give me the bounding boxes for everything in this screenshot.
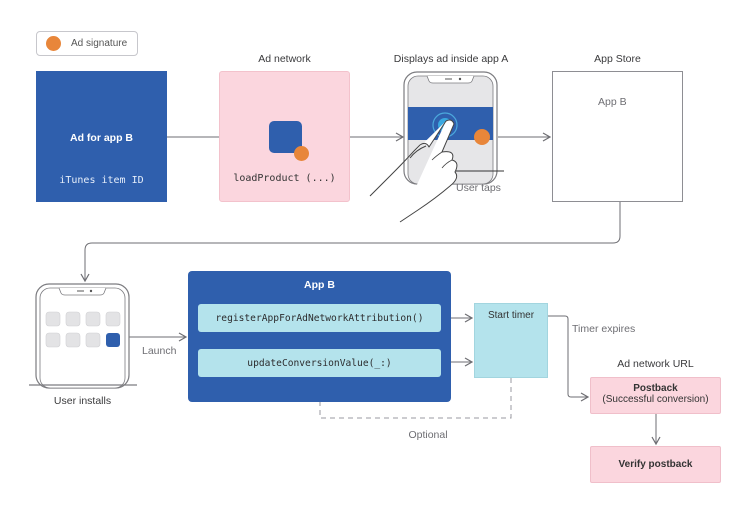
postback-subtitle: (Successful conversion) — [602, 394, 709, 405]
launch-label: Launch — [142, 345, 177, 357]
display-heading: Displays ad inside app A — [393, 53, 509, 65]
timer-expires-label: Timer expires — [572, 323, 636, 335]
app-store-box — [552, 71, 683, 202]
ad-signature-dot-icon — [46, 36, 61, 51]
app-b-title: App B — [304, 279, 335, 291]
legend-label: Ad signature — [71, 38, 128, 49]
ad-signature-dot — [294, 146, 309, 161]
ad-network-url-heading: Ad network URL — [617, 358, 694, 370]
verify-postback-box: Verify postback — [590, 446, 721, 483]
optional-label: Optional — [408, 429, 448, 441]
ad-network-heading: Ad network — [258, 53, 311, 65]
ad-network-box: loadProduct (...) — [219, 71, 350, 202]
user-taps-caption: User taps — [456, 182, 501, 194]
register-function-box: registerAppForAdNetworkAttribution() — [198, 304, 441, 332]
ad-title: Ad for app B — [70, 132, 133, 144]
ad-signature-dot — [474, 129, 490, 145]
hand-tap-icon — [369, 119, 458, 223]
arrow-store-to-install — [80, 202, 621, 283]
legend-ad-signature: Ad signature — [36, 31, 138, 56]
app-store-heading: App Store — [594, 53, 641, 65]
postback-box: Postback (Successful conversion) — [590, 377, 721, 414]
arrow-timer-to-postback — [548, 315, 590, 402]
start-timer-box: Start timer — [474, 303, 548, 378]
app-store-app-name: App B — [598, 96, 627, 108]
load-product-call: loadProduct (...) — [233, 173, 336, 184]
ad-for-app-b-box: Ad for app B iTunes item ID — [36, 71, 167, 202]
ad-subtitle: iTunes item ID — [59, 175, 144, 186]
app-b-box: App B registerAppForAdNetworkAttribution… — [188, 271, 451, 402]
start-timer-label: Start timer — [487, 310, 535, 321]
app-b-home-icon — [106, 333, 120, 347]
update-conversion-function-box: updateConversionValue(_:) — [198, 349, 441, 377]
postback-title: Postback — [633, 383, 678, 394]
phone-install-illustration — [29, 283, 137, 389]
optional-dashed-loop — [319, 378, 512, 419]
user-installs-caption: User installs — [53, 395, 112, 407]
